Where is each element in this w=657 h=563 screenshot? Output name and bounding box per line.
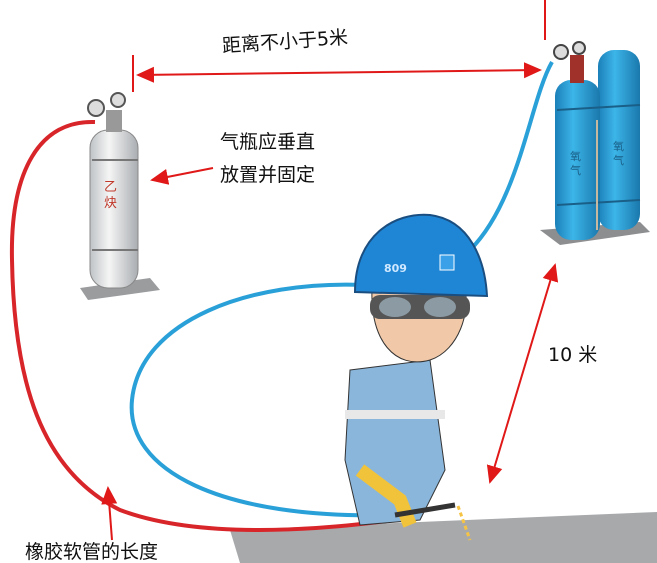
ten-meter-label: 10 米 [548,344,598,366]
oxygen-label-2: 氧气 [613,140,624,167]
ground [230,512,657,563]
distance-dimension [132,0,546,92]
oxygen-hose [129,60,554,518]
oxygen-label-1: 氧气 [570,150,581,177]
acetylene-label: 乙炔 [104,180,118,211]
vertical-arrow [150,167,214,185]
helmet-number: 809 [384,262,407,275]
oxygen-cylinders [540,41,650,245]
hose-length-label: 橡胶软管的长度 [25,541,159,563]
ten-meter-arrow [486,263,559,484]
hose-length-arrow [101,486,118,541]
acetylene-hose [9,119,396,532]
acetylene-cylinder [80,92,160,300]
worker [344,213,489,541]
vertical-note-line2: 放置并固定 [220,164,316,186]
vertical-note-line1: 气瓶应垂直 [220,131,316,153]
